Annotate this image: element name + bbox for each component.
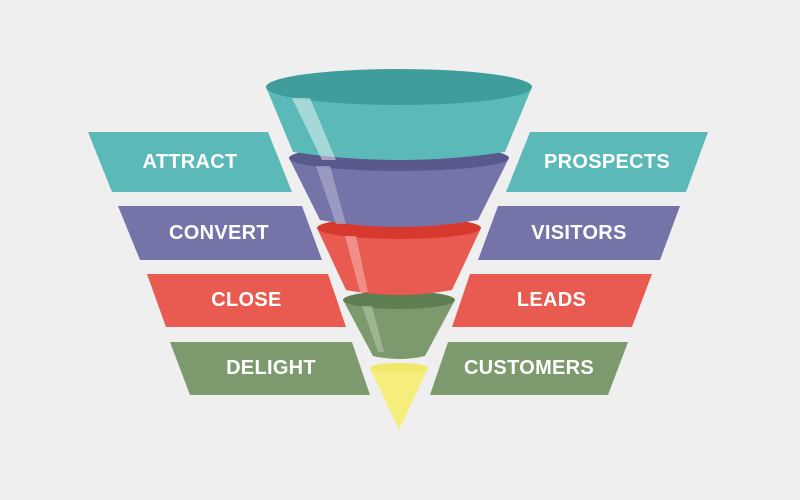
- right-banner-prospects: [506, 132, 708, 192]
- left-banner-close: [147, 274, 346, 327]
- label-leads: LEADS: [516, 289, 587, 311]
- left-banner-attract: [88, 132, 292, 192]
- label-close: CLOSE: [211, 289, 282, 311]
- funnel-teal-segment: [266, 69, 532, 160]
- funnel-yellow-tip: [370, 363, 428, 430]
- right-banner-leads: [452, 274, 652, 327]
- funnel-green-segment: [343, 291, 455, 359]
- right-banner-customers: [430, 342, 628, 395]
- right-banner-visitors: [478, 206, 680, 260]
- label-delight: DELIGHT: [226, 357, 316, 379]
- label-attract: ATTRACT: [142, 151, 238, 173]
- funnel-red-segment: [317, 217, 481, 295]
- label-customers: CUSTOMERS: [463, 357, 595, 379]
- left-banner-convert: [118, 206, 322, 260]
- left-banner-delight: [170, 342, 370, 395]
- label-convert: CONVERT: [169, 222, 269, 244]
- label-prospects: PROSPECTS: [543, 151, 671, 173]
- label-visitors: VISITORS: [531, 222, 627, 244]
